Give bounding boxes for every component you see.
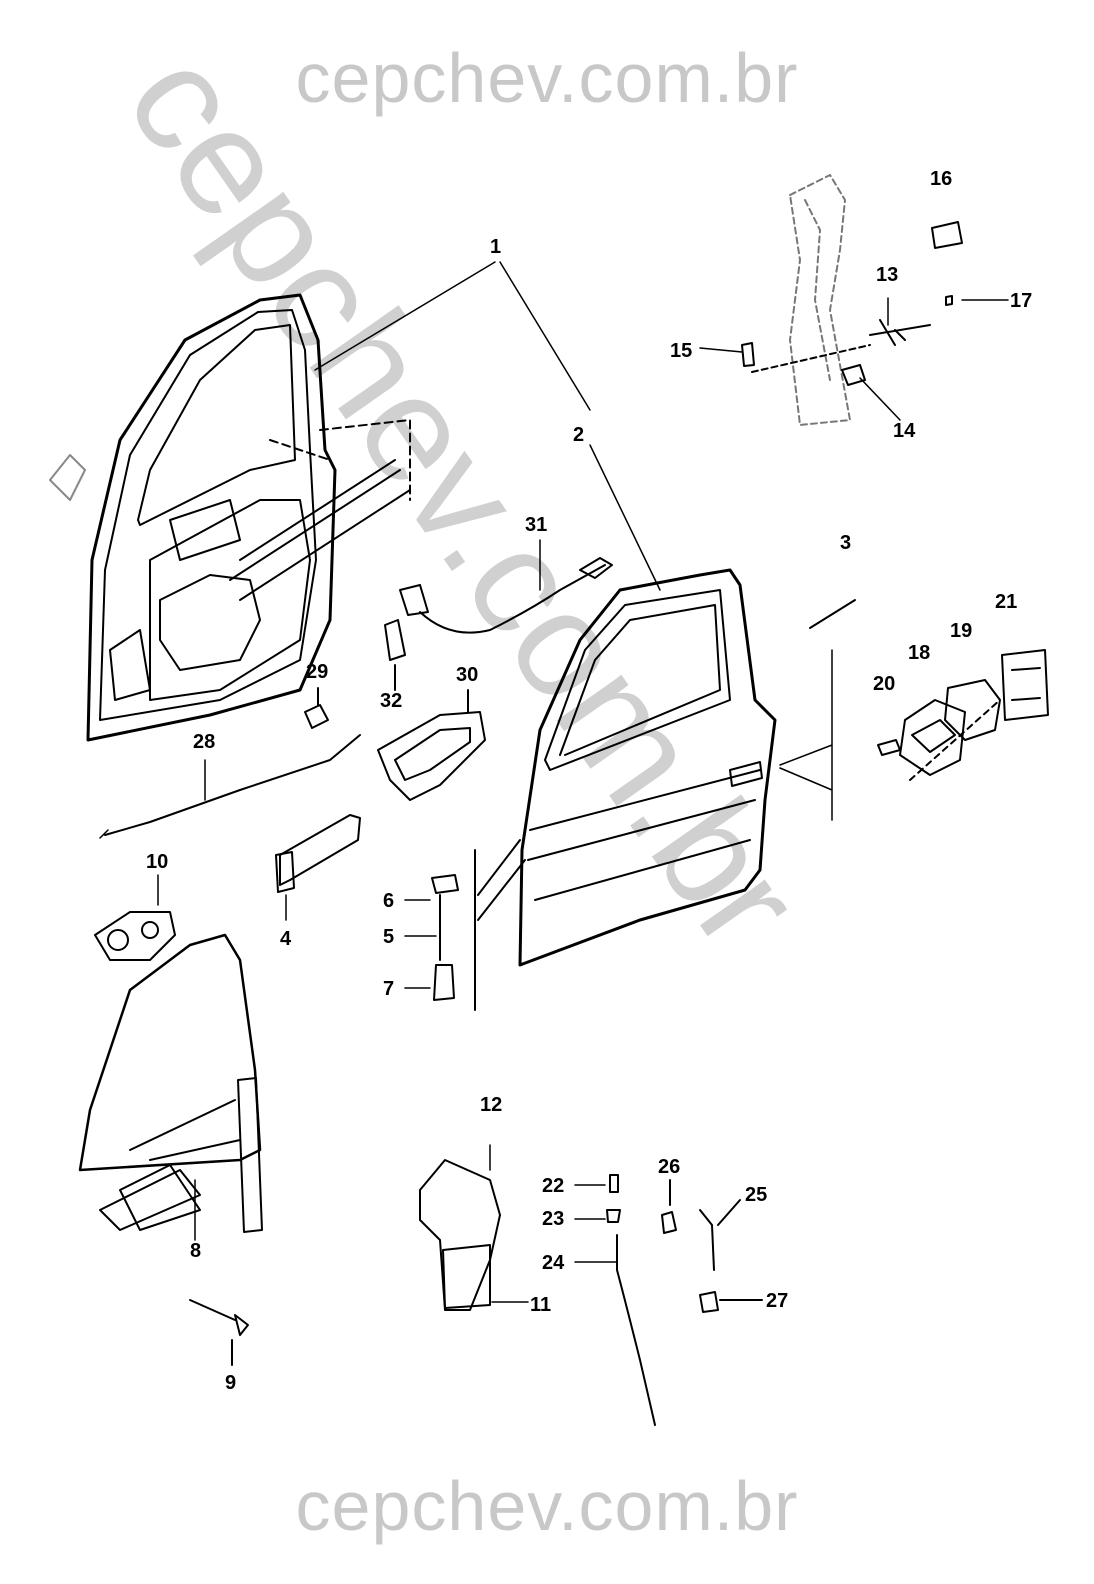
- callout-32: 32: [380, 690, 403, 712]
- inside-handle: [377, 689, 486, 801]
- striker-assembly: [877, 649, 1049, 781]
- callout-4: 4: [280, 928, 292, 950]
- callout-31: 31: [525, 514, 548, 536]
- callout-18: 18: [908, 642, 931, 664]
- callout-14: 14: [893, 420, 916, 442]
- callout-2: 2: [573, 424, 585, 446]
- callout-1: 1: [490, 236, 502, 258]
- callout-30: 30: [456, 664, 479, 686]
- callout-8: 8: [190, 1240, 202, 1262]
- callout-25: 25: [745, 1184, 768, 1206]
- callout-12: 12: [480, 1094, 503, 1116]
- callout-28: 28: [193, 731, 216, 753]
- callout-15: 15: [670, 340, 693, 362]
- callout-21: 21: [995, 591, 1018, 613]
- watermark-bottom: cepchev.com.br: [295, 1467, 799, 1545]
- callout-29: 29: [306, 661, 329, 683]
- inner-door-frame: [49, 293, 411, 742]
- callout-13: 13: [876, 264, 899, 286]
- callout-10: 10: [146, 851, 169, 873]
- callout-26: 26: [658, 1156, 681, 1178]
- callout-5: 5: [383, 926, 395, 948]
- check-link: [699, 221, 1009, 421]
- callout-23: 23: [542, 1208, 565, 1230]
- watermark-top: cepchev.com.br: [295, 39, 799, 117]
- lock-cable: [399, 539, 613, 634]
- callout-22: 22: [542, 1175, 565, 1197]
- callout-7: 7: [383, 978, 395, 1000]
- callout-6: 6: [383, 890, 395, 912]
- callout-3: 3: [840, 532, 852, 554]
- window-glass-regulator: [78, 933, 263, 1241]
- window-motor: [419, 1144, 529, 1311]
- callout-11: 11: [530, 1294, 552, 1316]
- callout-27: 27: [766, 1290, 789, 1312]
- callout-16: 16: [930, 168, 953, 190]
- outer-door-shell: [474, 568, 777, 1011]
- callout-24: 24: [542, 1252, 565, 1274]
- pillar-detail: [789, 174, 851, 426]
- callout-9: 9: [225, 1372, 237, 1394]
- callout-19: 19: [950, 620, 973, 642]
- callout-17: 17: [1010, 290, 1033, 312]
- callout-20: 20: [873, 673, 896, 695]
